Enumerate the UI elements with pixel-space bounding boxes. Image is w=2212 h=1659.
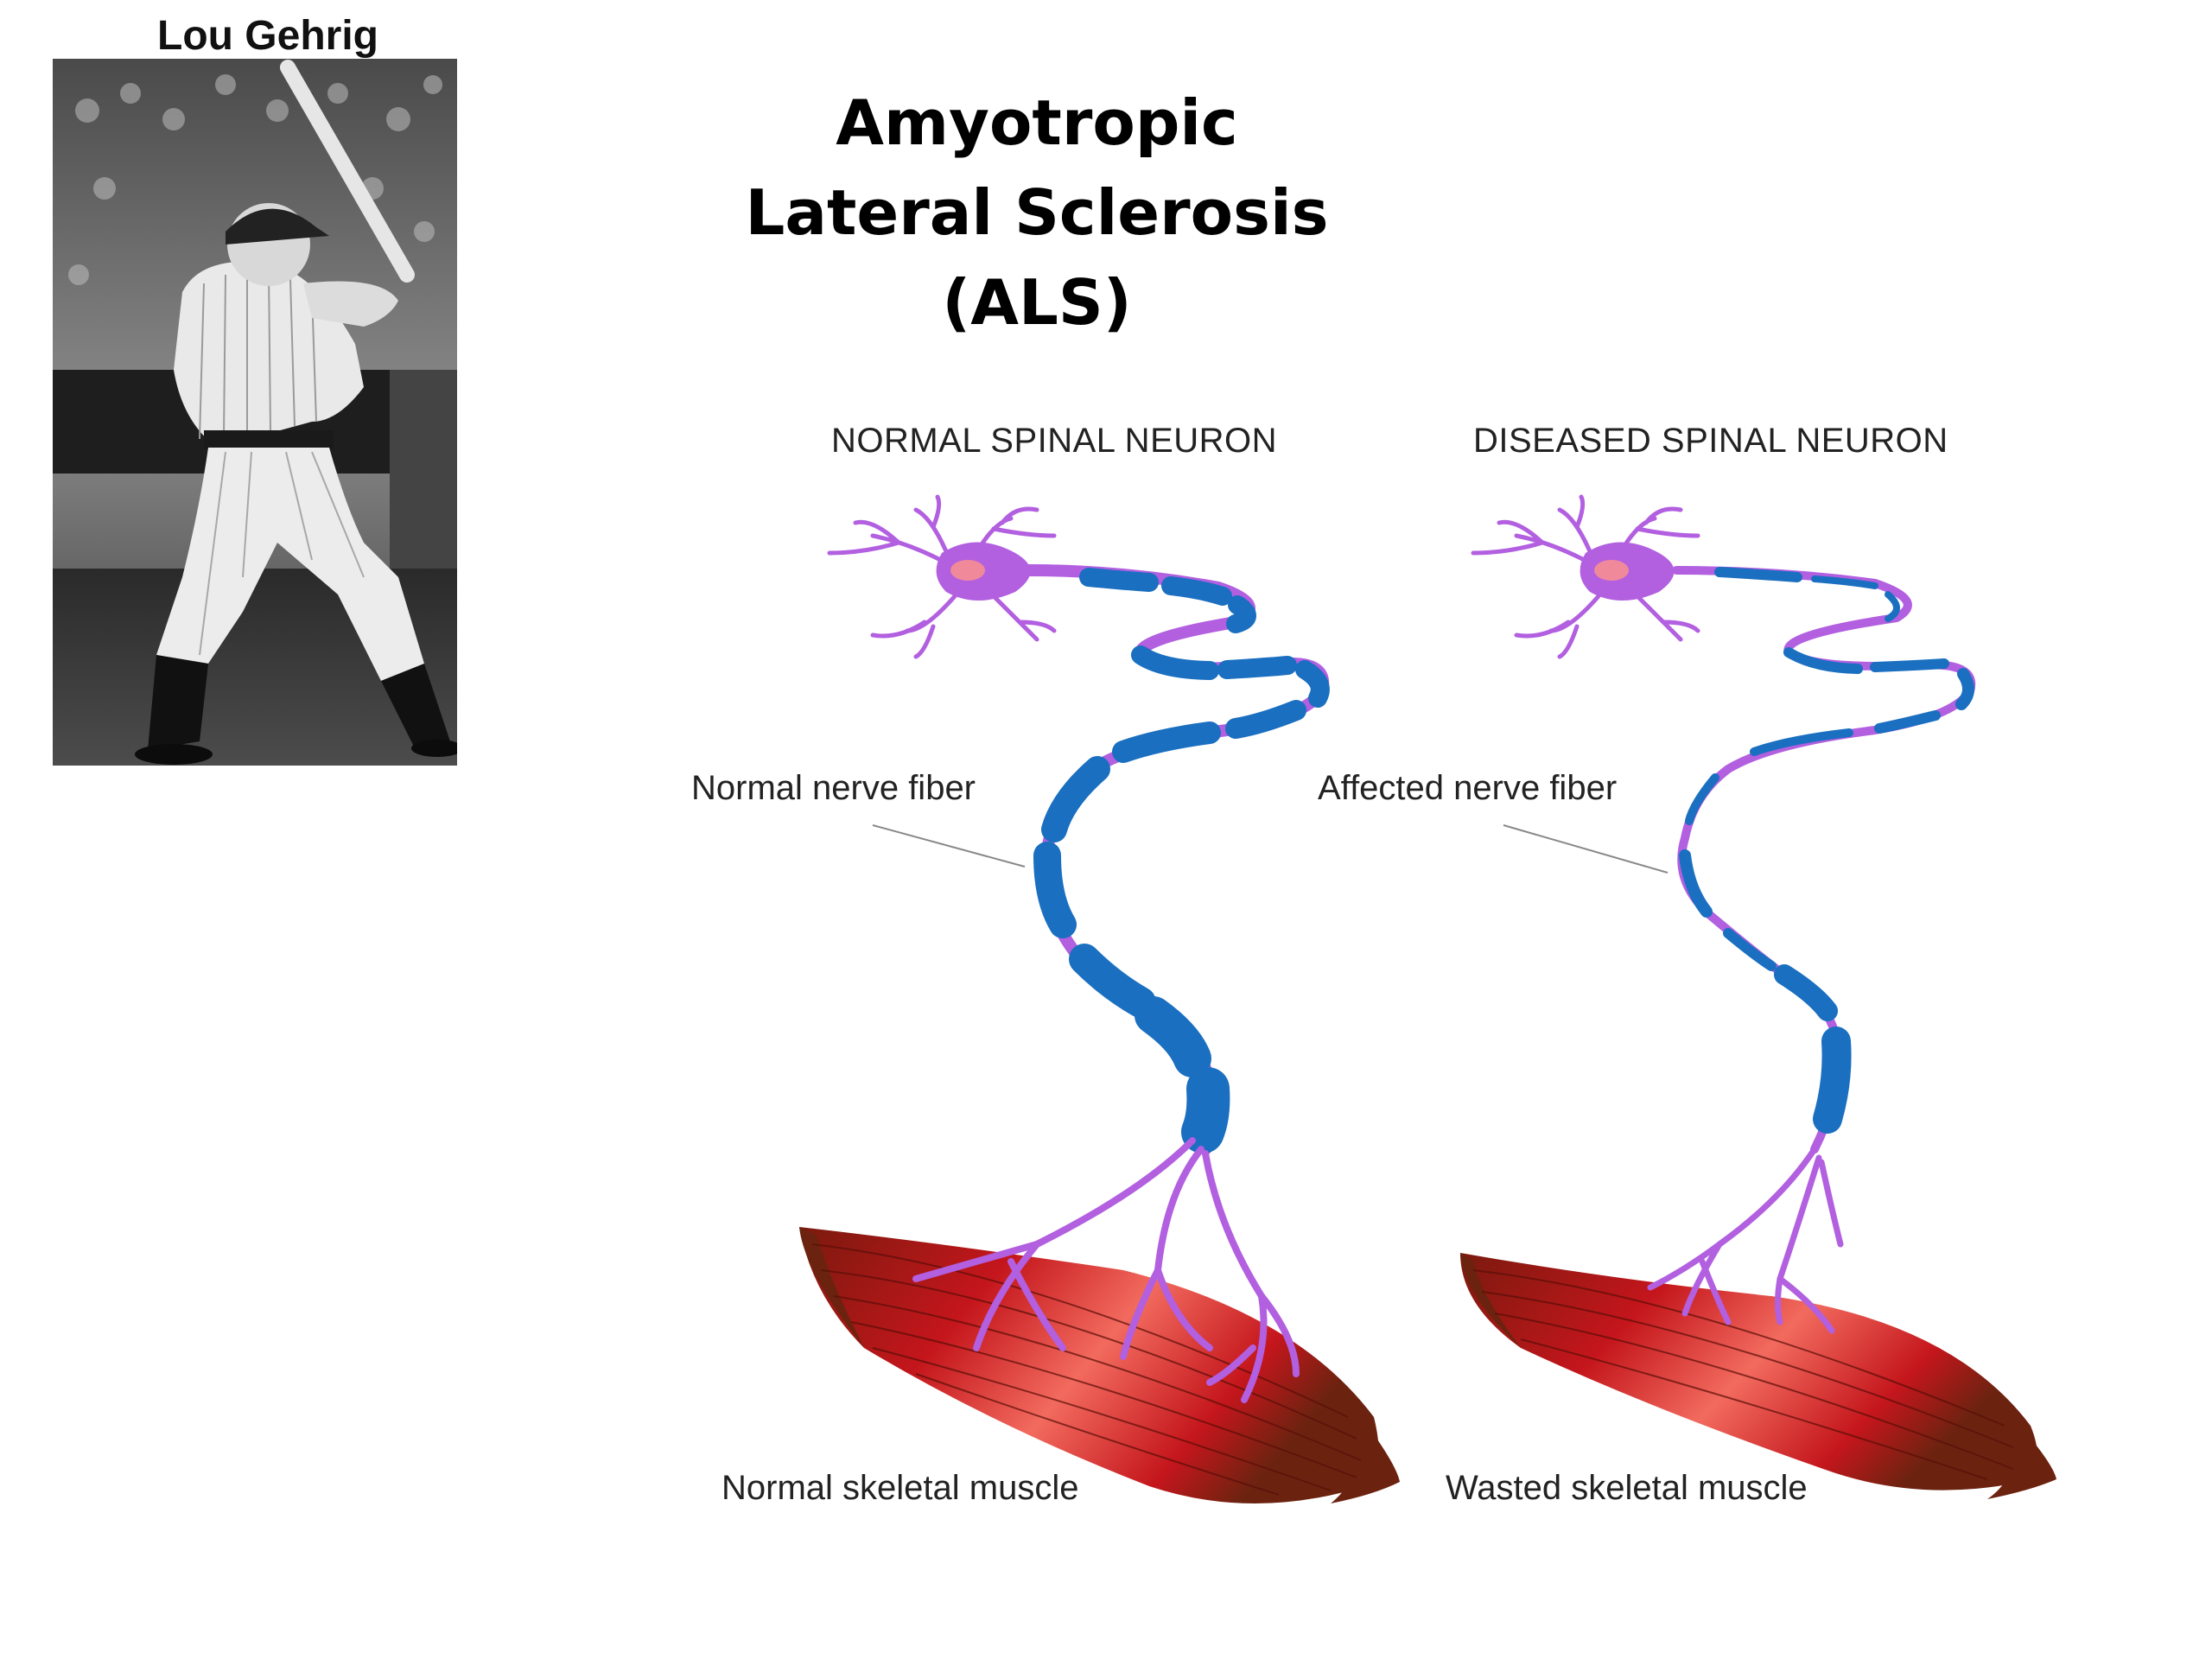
affected-myelin-sheath	[1679, 567, 1974, 1134]
affected-axon-terminals	[1647, 1146, 1844, 1334]
normal-neuron-nucleus	[950, 560, 985, 581]
title-line-2: Lateral Sclerosis	[745, 176, 1329, 249]
normal-neuron-panel	[799, 494, 1400, 1503]
title-line-3: (ALS)	[942, 266, 1132, 339]
normal-neuron-heading: NORMAL SPINAL NEURON	[831, 422, 1278, 460]
photo-caption: Lou Gehrig	[157, 13, 378, 59]
normal-skeletal-muscle	[799, 1227, 1400, 1503]
diseased-neuron-nucleus	[1594, 560, 1629, 581]
normal-axon-terminals	[912, 1137, 1300, 1403]
lou-gehrig-photo	[53, 59, 457, 766]
wasted-muscle-label: Wasted skeletal muscle	[1446, 1469, 1808, 1507]
normal-muscle-label: Normal skeletal muscle	[721, 1469, 1079, 1507]
slide-title: Amyotropic Lateral Sclerosis (ALS)	[709, 78, 1365, 347]
diseased-neuron-panel	[1460, 494, 2056, 1499]
affected-nerve-fiber-label: Affected nerve fiber	[1318, 769, 1618, 807]
title-line-1: Amyotropic	[836, 86, 1238, 159]
normal-myelin-sheath	[1033, 568, 1330, 1154]
diseased-neuron-heading: DISEASED SPINAL NEURON	[1473, 422, 1948, 460]
wasted-skeletal-muscle	[1460, 1253, 2056, 1499]
normal-nerve-fiber-label: Normal nerve fiber	[691, 769, 976, 807]
